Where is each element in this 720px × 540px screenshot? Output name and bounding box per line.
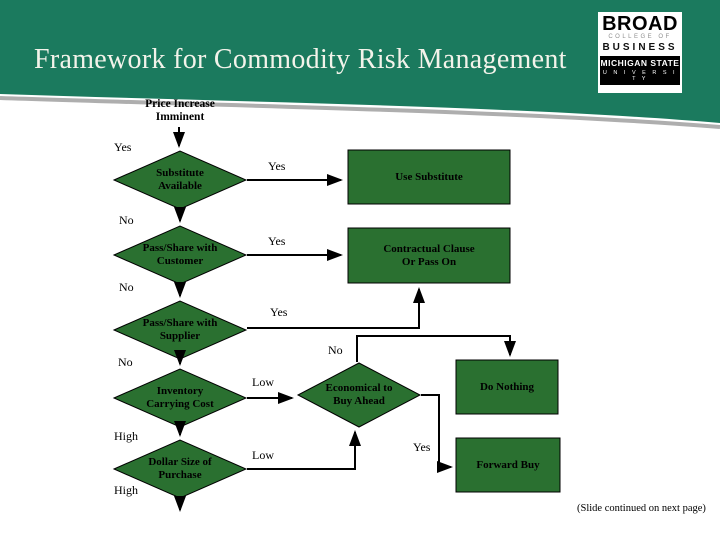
logo-michigan-state-text: MICHIGAN STATE	[600, 58, 680, 68]
box-use-substitute	[347, 149, 511, 205]
node-economical-to-buy-ahead-label: Economical to Buy Ahead	[325, 382, 393, 407]
edge-label-yes-supplier: Yes	[270, 305, 288, 319]
node-pass-share-supplier-label: Pass/Share with Supplier	[142, 317, 218, 342]
edge-label-no-supplier: No	[118, 355, 133, 369]
box-do-nothing	[455, 359, 559, 415]
edge-economical-yes	[421, 394, 453, 473]
box-contractual-clause	[347, 227, 511, 284]
edge-dollar-low	[247, 430, 361, 470]
edge-label-yes-top: Yes	[114, 140, 132, 154]
header-green-band	[0, 0, 720, 123]
diamond-dollar-size-of-purchase	[112, 439, 248, 499]
node-pass-share-customer-label: Pass/Share with Customer	[142, 242, 218, 267]
header-band	[0, 0, 720, 129]
logo-msu-block: MICHIGAN STATE U N I V E R S I T Y	[600, 56, 680, 85]
node-forward-buy-label: Forward Buy	[476, 458, 540, 471]
header-shadow-curve	[0, 96, 720, 129]
diamond-economical-to-buy-ahead	[296, 362, 422, 428]
logo-broad-text: BROAD	[602, 13, 678, 35]
diamond-pass-share-customer	[112, 225, 248, 285]
slide-continued-note: (Slide continued on next page)	[577, 503, 706, 514]
diamond-substitute-available	[112, 150, 248, 210]
logo-college-of-text: COLLEGE OF	[608, 34, 672, 40]
node-contractual-clause-label: Contractual Clause Or Pass On	[383, 242, 475, 268]
edge-label-low-dollar: Low	[252, 448, 274, 462]
node-use-substitute-label: Use Substitute	[395, 170, 463, 183]
edge-label-no-customer: No	[119, 280, 134, 294]
node-inventory-carrying-cost-label: Inventory Carrying Cost	[146, 385, 214, 410]
edge-label-yes-economical: Yes	[413, 440, 431, 454]
diamond-pass-share-supplier	[112, 300, 248, 360]
edge-label-high-dollar: High	[114, 483, 138, 497]
broad-college-logo: BROAD COLLEGE OF BUSINESS MICHIGAN STATE…	[598, 12, 682, 93]
edge-label-high-inventory: High	[114, 429, 138, 443]
node-do-nothing-label: Do Nothing	[479, 380, 535, 393]
edge-economical-no	[356, 335, 516, 362]
edge-label-no-economical: No	[328, 343, 343, 357]
edge-supplier-yes	[247, 287, 425, 329]
page-title: Framework for Commodity Risk Management	[34, 44, 567, 75]
diamond-inventory-carrying-cost	[112, 368, 248, 428]
node-dollar-size-of-purchase-label: Dollar Size of Purchase	[148, 456, 212, 481]
box-forward-buy	[455, 437, 561, 493]
edge-label-yes-customer: Yes	[268, 234, 286, 248]
logo-business-text: BUSINESS	[602, 42, 678, 53]
start-label: Price Increase Imminent	[145, 98, 215, 123]
edge-label-no-substitute: No	[119, 213, 134, 227]
edge-label-low-inventory: Low	[252, 375, 274, 389]
logo-university-text: U N I V E R S I T Y	[602, 70, 678, 82]
edge-label-yes-substitute: Yes	[268, 159, 286, 173]
node-substitute-available-label: Substitute Available	[156, 167, 204, 192]
